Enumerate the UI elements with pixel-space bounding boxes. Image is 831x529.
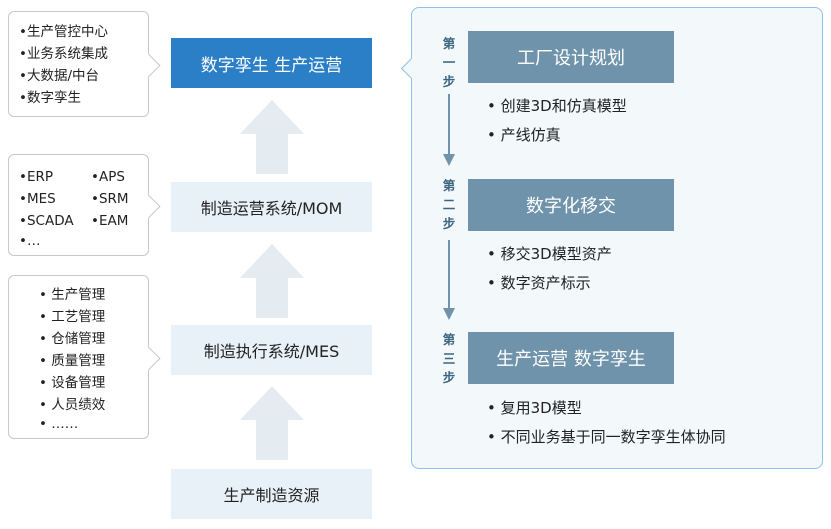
- mom-system-box: 制造运营系统/MOM: [171, 182, 372, 232]
- callout-item: •SRM: [91, 191, 129, 207]
- callout-item: • 工艺管理: [39, 309, 106, 325]
- step-label: 第一步: [442, 36, 456, 89]
- callout-item: •数字孪生: [19, 90, 81, 106]
- callout-item: •业务系统集成: [19, 46, 108, 62]
- step-label: 第二步: [442, 178, 456, 231]
- callout-top-features: •生产管控中心 •业务系统集成 •大数据/中台 •数字孪生: [8, 11, 161, 117]
- callout-item: •SCADA: [19, 213, 74, 229]
- callout-item: •EAM: [91, 213, 129, 229]
- step-bullet: • 数字资产标示: [487, 274, 591, 292]
- step-1-box: 工厂设计规划: [468, 31, 674, 83]
- mes-system-box: 制造执行系统/MES: [171, 325, 372, 375]
- callout-item: • 质量管理: [39, 353, 106, 369]
- callout-item: • ……: [39, 416, 79, 432]
- step-bullet: • 产线仿真: [487, 126, 561, 144]
- callout-item: •APS: [91, 169, 125, 185]
- step-bullet: • 创建3D和仿真模型: [487, 97, 627, 115]
- callout-item: •大数据/中台: [19, 68, 100, 84]
- step-3-box: 生产运营 数字孪生: [468, 332, 674, 384]
- callout-item: •MES: [19, 191, 56, 207]
- step-label: 第三步: [442, 332, 456, 385]
- callout-mes-functions: • 生产管理 • 工艺管理 • 仓储管理 • 质量管理 • 设备管理 • 人员绩…: [8, 275, 161, 439]
- callout-item: • 人员绩效: [39, 397, 106, 413]
- down-arrow-icon: [443, 240, 455, 320]
- step-bullet: • 不同业务基于同一数字孪生体协同: [487, 428, 726, 446]
- callout-item: •ERP: [19, 169, 54, 185]
- up-arrow-icon: [240, 386, 304, 460]
- callout-item: • 生产管理: [39, 287, 106, 303]
- callout-item: •…: [19, 233, 41, 249]
- step-bullet: • 移交3D模型资产: [487, 245, 612, 263]
- callout-systems: •ERP •APS •MES •SRM •SCADA •EAM •…: [8, 154, 161, 256]
- callout-item: • 仓储管理: [39, 331, 106, 347]
- step-bullet: • 复用3D模型: [487, 399, 582, 417]
- steps-panel: [411, 7, 823, 469]
- callout-item: • 设备管理: [39, 375, 106, 391]
- digital-twin-operations-box: 数字孪生 生产运营: [171, 38, 372, 88]
- up-arrow-icon: [240, 244, 304, 318]
- up-arrow-icon: [240, 100, 304, 174]
- down-arrow-icon: [443, 94, 455, 166]
- callout-item: •生产管控中心: [19, 24, 108, 40]
- production-resources-box: 生产制造资源: [171, 469, 372, 519]
- step-2-box: 数字化移交: [468, 179, 674, 231]
